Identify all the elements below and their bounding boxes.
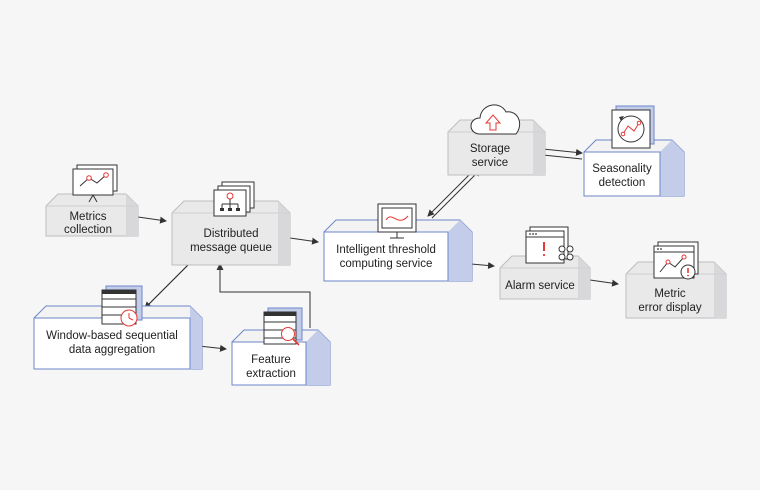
error-chart-window-icon xyxy=(653,241,699,280)
wave-monitor-icon xyxy=(377,203,417,239)
cycle-chart-icon xyxy=(611,105,655,149)
chart-monitor-icon xyxy=(72,164,118,203)
table-clock-icon xyxy=(101,285,143,327)
arrow-storage-to-threshold xyxy=(427,167,477,217)
hierarchy-pages-icon xyxy=(213,181,255,217)
arrow-feature-to-queue xyxy=(216,263,311,328)
arrow-alarm-to-metric-error xyxy=(589,279,619,287)
node-alarm: Alarm service xyxy=(499,226,591,300)
table-search-icon xyxy=(263,307,303,346)
arrow-metrics-to-queue xyxy=(137,216,167,224)
arrow-threshold-to-storage xyxy=(431,169,481,219)
alert-window-icon xyxy=(525,226,574,264)
node-label: Alarm service xyxy=(505,280,575,292)
cloud-upload-icon xyxy=(470,104,521,135)
arrow-queue-to-threshold xyxy=(289,237,319,245)
